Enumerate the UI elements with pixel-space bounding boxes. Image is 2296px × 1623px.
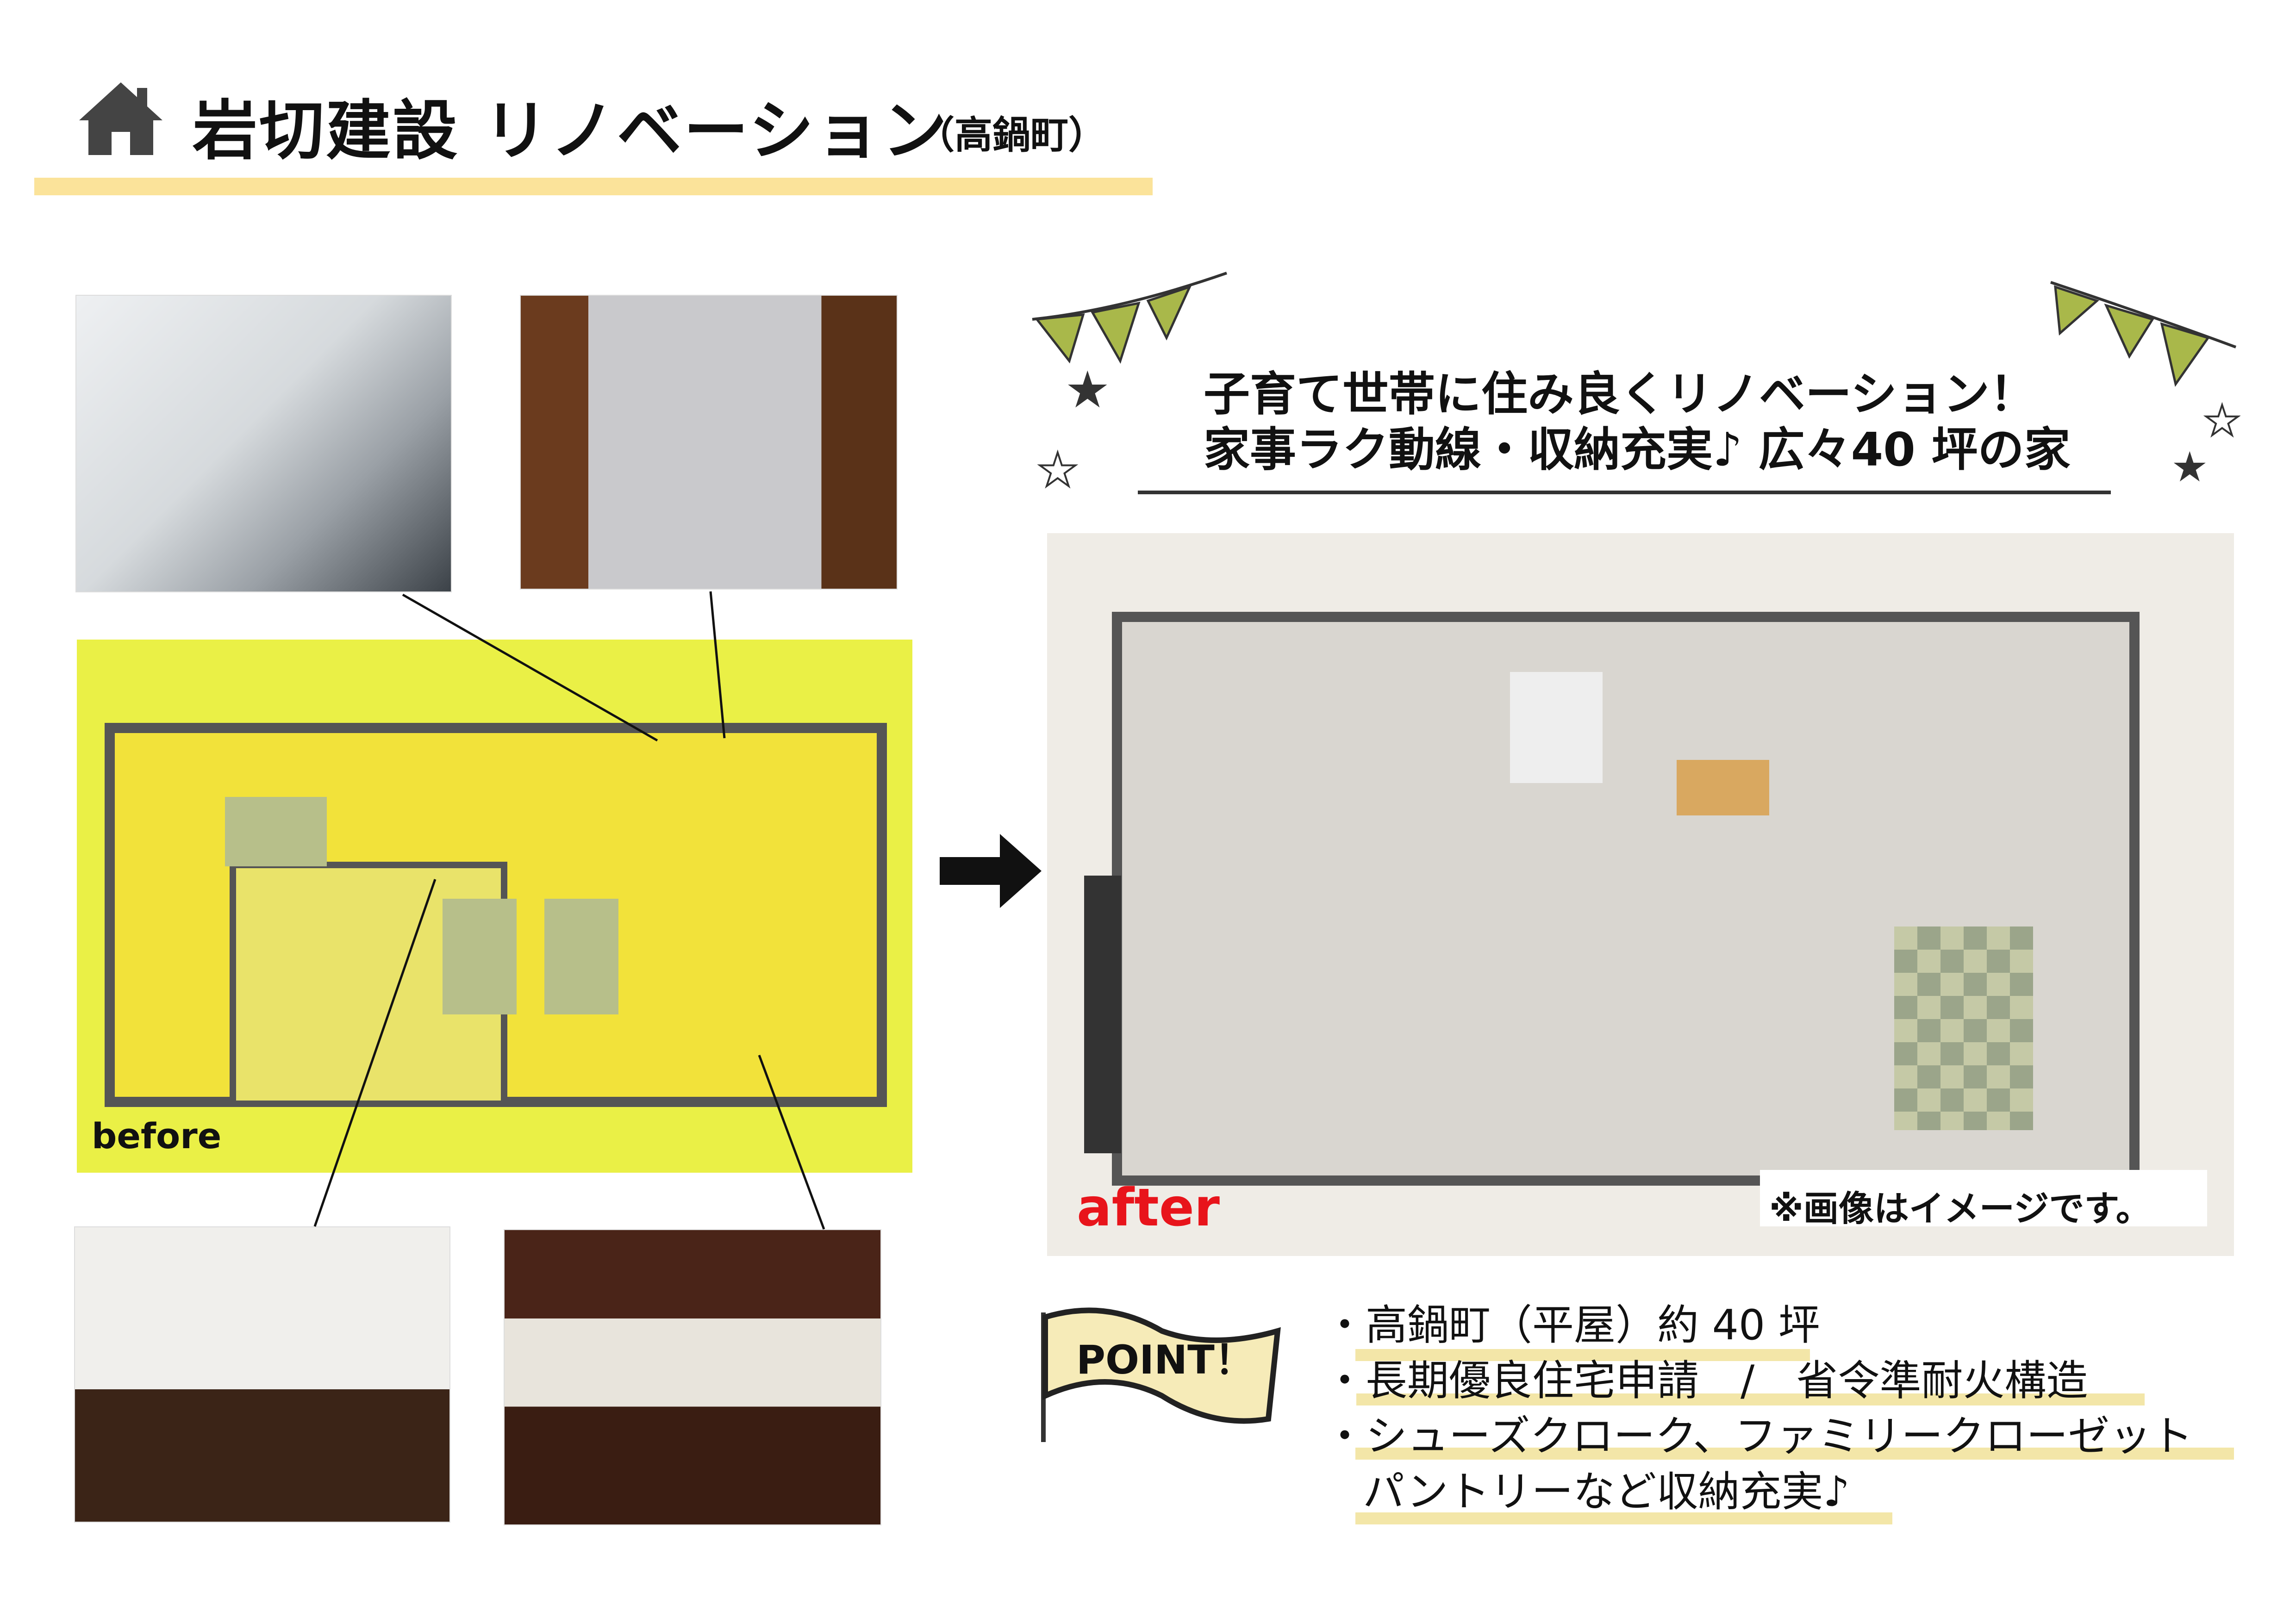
after-floor-plan: after xyxy=(1047,533,2234,1256)
image-note: ※画像はイメージです。 xyxy=(1760,1170,2207,1229)
headline-line1: 子育て世帯に住み良くリノベーション！ xyxy=(1204,367,2036,421)
headline-underline xyxy=(1138,491,2111,494)
house-icon xyxy=(77,79,165,157)
before-toilet-photo xyxy=(520,295,898,590)
svg-text:★: ★ xyxy=(1037,443,1079,497)
before-label: before xyxy=(92,1115,222,1157)
bunting-decoration-icon: ★★ ★★ xyxy=(1032,272,2240,498)
highlight-bar xyxy=(1356,1393,2145,1405)
before-room-photo xyxy=(504,1229,881,1525)
point-flag-icon xyxy=(1041,1307,1281,1442)
highlight-bar xyxy=(1355,1512,1892,1524)
page-title: 岩切建設 リノベーション xyxy=(193,93,949,169)
point-label: POINT！ xyxy=(1076,1337,1254,1383)
point-item: ・シューズクローク、ファミリークローゼット xyxy=(1324,1412,2193,1461)
svg-text:★: ★ xyxy=(2171,443,2209,491)
svg-text:★: ★ xyxy=(2203,397,2240,445)
right-arrow-icon xyxy=(940,829,1046,914)
point-item: ・長期優良住宅申請 / 省令準耐火構造 xyxy=(1324,1356,2088,1405)
bullet: ・ xyxy=(1324,1356,1366,1405)
before-floor-plan: before xyxy=(77,640,912,1173)
bullet: ・ xyxy=(1324,1301,1366,1349)
point-item: ・高鍋町（平屋）約 40 坪 xyxy=(1324,1301,1820,1349)
after-label: after xyxy=(1077,1178,1220,1238)
headline-line2: 家事ラク動線・収納充実♪ 広々40 坪の家 xyxy=(1204,423,2071,477)
svg-text:★: ★ xyxy=(1065,360,1111,419)
bullet: ・ xyxy=(1324,1412,1366,1461)
highlight-bar xyxy=(1355,1448,2234,1460)
title-underline xyxy=(34,178,1153,195)
before-kitchen-photo xyxy=(74,1226,450,1523)
page-subtitle: （高鍋町） xyxy=(917,113,1107,157)
point-item: パントリーなど収納充実♪ xyxy=(1363,1468,1850,1516)
before-bath-photo xyxy=(75,295,452,592)
highlight-bar xyxy=(1355,1349,1810,1361)
